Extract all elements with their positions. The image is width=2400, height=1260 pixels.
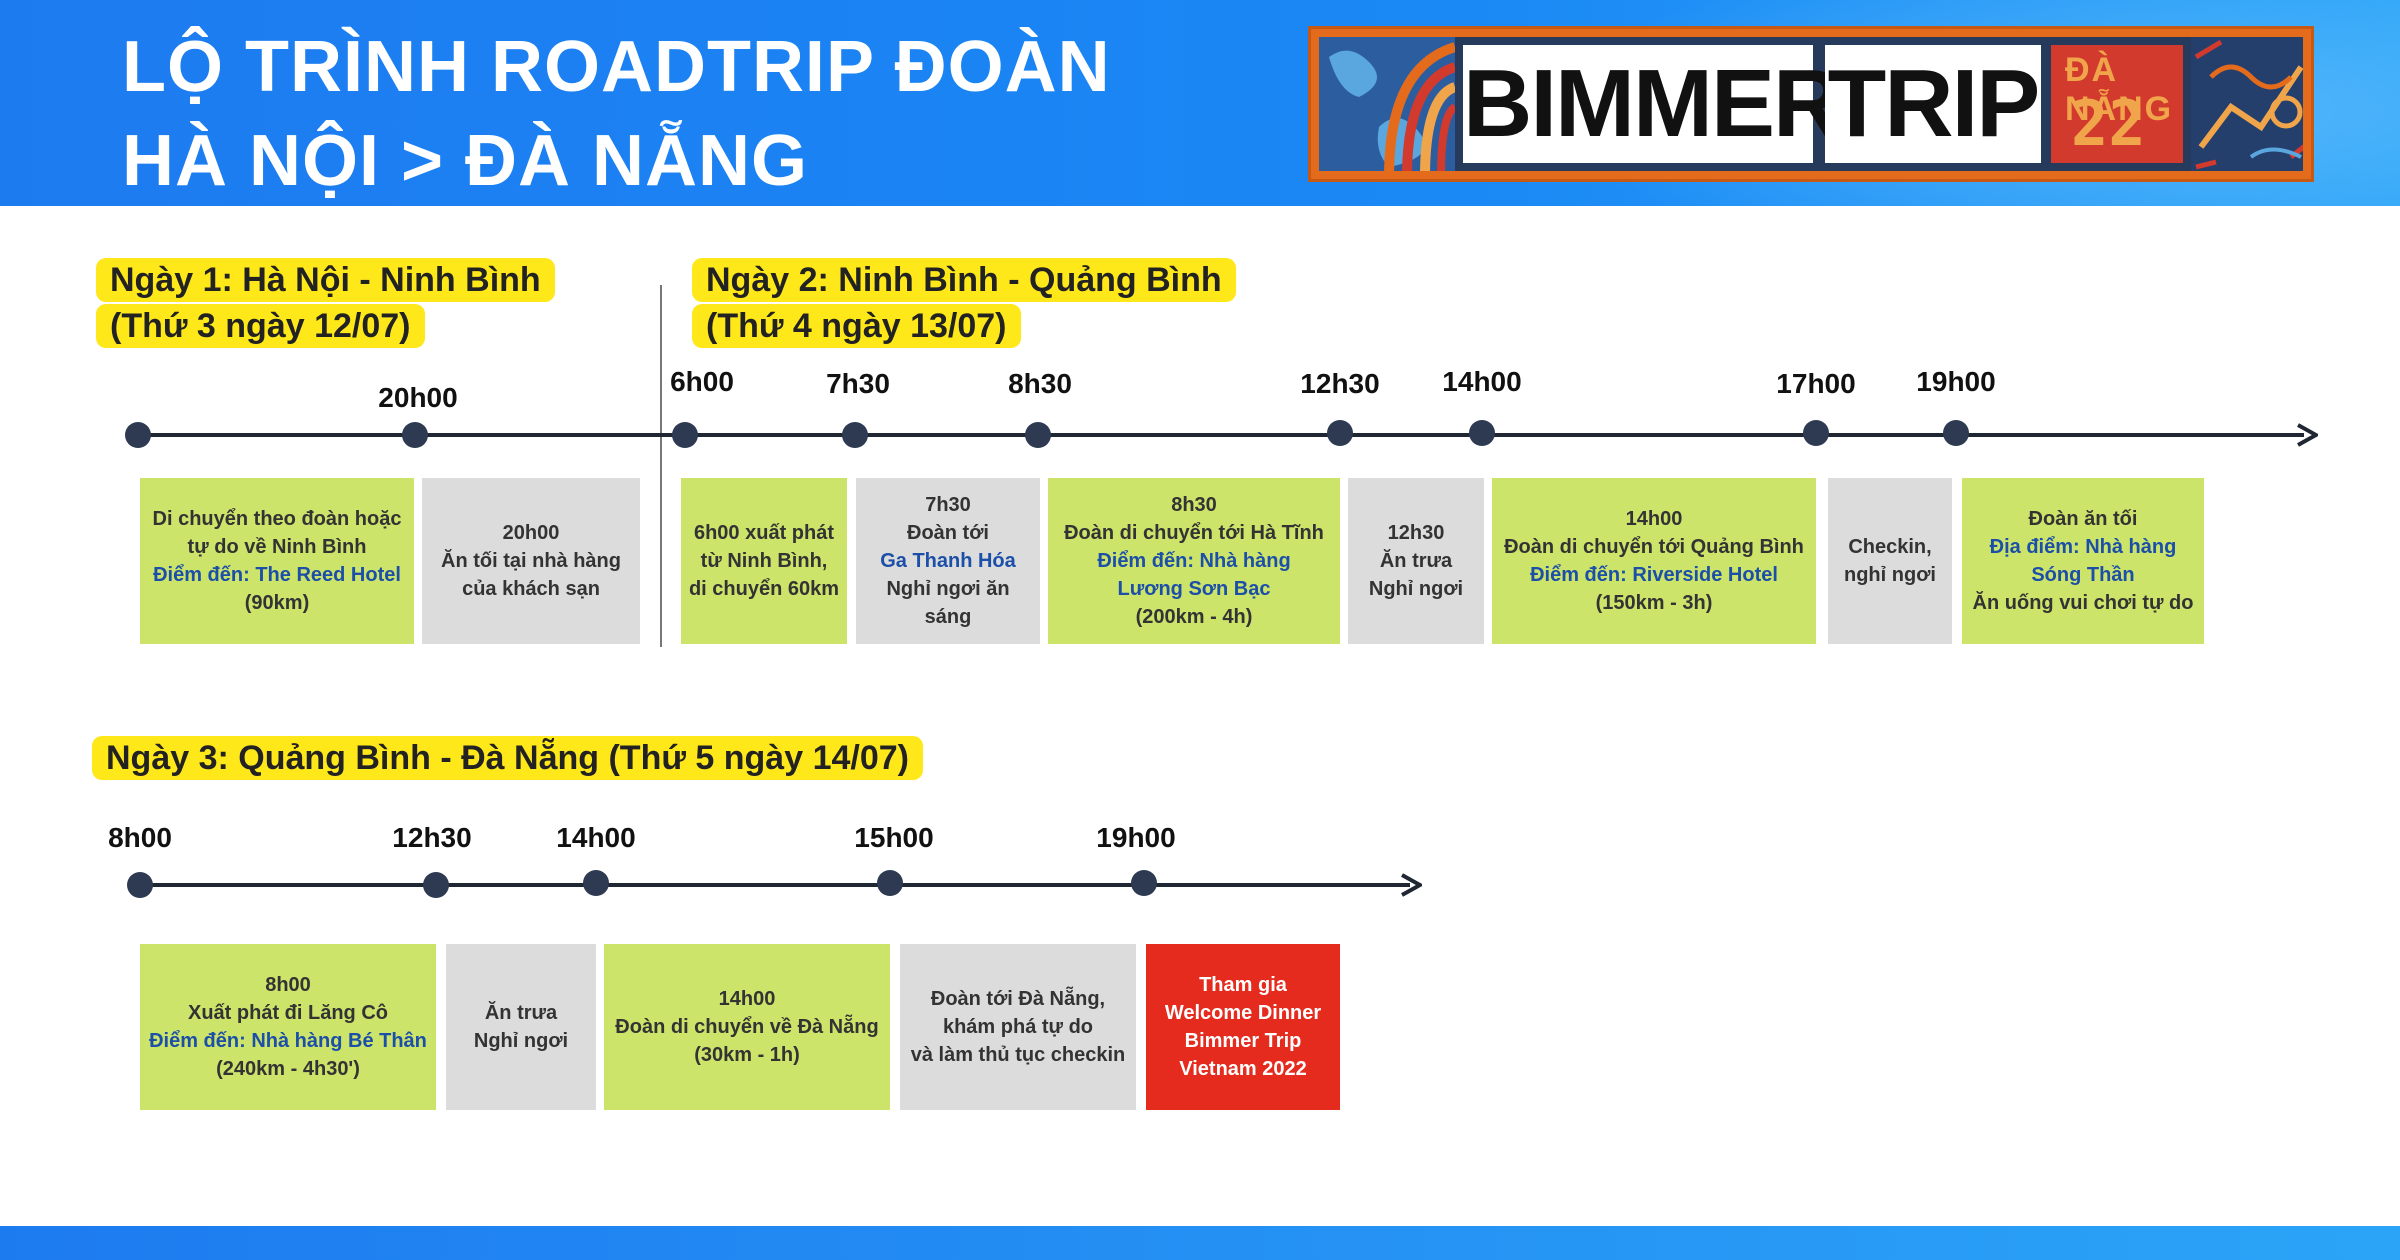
timeline-dot <box>127 872 153 898</box>
time-label-day2: 19h00 <box>1916 366 1996 397</box>
timeline-dot <box>125 422 151 448</box>
day2-label-line1: Ngày 2: Ninh Bình - Quảng Bình <box>692 258 1236 302</box>
day-divider <box>660 285 662 647</box>
logo-left-artwork <box>1319 37 1455 171</box>
time-label-day2: 14h00 <box>1442 366 1522 397</box>
time-label-day2: 8h30 <box>1008 368 1072 399</box>
day2-event-ga-thanh-hoa: 7h30 Đoàn tới Ga Thanh Hóa Nghỉ ngơi ăn … <box>856 478 1040 644</box>
timeline-dot <box>877 870 903 896</box>
header-banner: LỘ TRÌNH ROADTRIP ĐOÀN HÀ NỘI > ĐÀ NẴNG … <box>0 0 2400 206</box>
timeline-dot <box>583 870 609 896</box>
title-line-1: LỘ TRÌNH ROADTRIP ĐOÀN <box>122 27 1111 107</box>
day3-event-welcome-dinner: Tham gia Welcome Dinner Bimmer Trip Viet… <box>1146 944 1340 1110</box>
day2-event-lunch: 12h30 Ăn trưa Nghỉ ngơi <box>1348 478 1484 644</box>
time-label-day2: 7h30 <box>826 368 890 399</box>
day2-event-ha-tinh: 8h30 Đoàn di chuyển tới Hà Tĩnh Điểm đến… <box>1048 478 1340 644</box>
timeline-axis-day1-2 <box>138 433 2304 437</box>
day1-event-travel-ninh-binh: Di chuyển theo đoàn hoặc tự do về Ninh B… <box>140 478 414 644</box>
timeline-arrow-day1-2 <box>2297 423 2318 447</box>
time-label-day2: 6h00 <box>670 366 734 397</box>
timeline-dot <box>1327 420 1353 446</box>
time-label-day1: 20h00 <box>378 382 458 413</box>
day3-event-lang-co: 8h00 Xuất phát đi Lăng Cô Điểm đến: Nhà … <box>140 944 436 1110</box>
day2-label-line2: (Thứ 4 ngày 13/07) <box>692 304 1021 348</box>
timeline-dot <box>1943 420 1969 446</box>
timeline-dot <box>1131 870 1157 896</box>
day3-event-to-da-nang: 14h00 Đoàn di chuyển về Đà Nẵng (30km - … <box>604 944 890 1110</box>
day2-event-checkin: Checkin, nghỉ ngơi <box>1828 478 1952 644</box>
day2-event-dinner: Đoàn ăn tối Địa điểm: Nhà hàng Sóng Thần… <box>1962 478 2204 644</box>
day3-event-checkin: Đoàn tới Đà Nẵng, khám phá tự do và làm … <box>900 944 1136 1110</box>
time-label-day3: 12h30 <box>392 822 472 853</box>
day1-event-dinner: 20h00 Ăn tối tại nhà hàng của khách sạn <box>422 478 640 644</box>
day1-label-line1: Ngày 1: Hà Nội - Ninh Bình <box>96 258 555 302</box>
timeline-axis-day3 <box>138 883 1410 887</box>
timeline-dot <box>672 422 698 448</box>
logo-right-artwork <box>2191 37 2303 171</box>
day2-event-quang-binh: 14h00 Đoàn di chuyển tới Quảng Bình Điểm… <box>1492 478 1816 644</box>
logo-word-trip: TRIP <box>1825 45 2041 163</box>
title-line-2: HÀ NỘI > ĐÀ NẴNG <box>122 121 809 201</box>
day3-label: Ngày 3: Quảng Bình - Đà Nẵng (Thứ 5 ngày… <box>92 736 923 780</box>
logo-word-bimmer: BIMMER <box>1463 45 1842 163</box>
timeline-dot <box>1025 422 1051 448</box>
time-label-day2: 17h00 <box>1776 368 1856 399</box>
timeline-dot <box>1803 420 1829 446</box>
time-label-day2: 12h30 <box>1300 368 1380 399</box>
time-label-day3: 15h00 <box>854 822 934 853</box>
time-label-day3: 19h00 <box>1096 822 1176 853</box>
time-label-day3: 8h00 <box>108 822 172 853</box>
timeline-dot <box>842 422 868 448</box>
bimmer-trip-logo: BIMMER TRIP ĐÀ NẴNG 22 <box>1308 26 2314 182</box>
day1-label-line2: (Thứ 3 ngày 12/07) <box>96 304 425 348</box>
logo-danang-tag: ĐÀ NẴNG 22 <box>2051 45 2183 163</box>
footer-bar <box>0 1226 2400 1260</box>
timeline-dot <box>402 422 428 448</box>
day3-event-lunch: Ăn trưa Nghỉ ngơi <box>446 944 596 1110</box>
timeline-dot <box>1469 420 1495 446</box>
timeline-arrow-day3 <box>1401 873 1422 897</box>
timeline-dot <box>423 872 449 898</box>
page-title: LỘ TRÌNH ROADTRIP ĐOÀN HÀ NỘI > ĐÀ NẴNG <box>122 20 1111 206</box>
time-label-day3: 14h00 <box>556 822 636 853</box>
day2-event-depart: 6h00 xuất phát từ Ninh Bình, di chuyển 6… <box>681 478 847 644</box>
